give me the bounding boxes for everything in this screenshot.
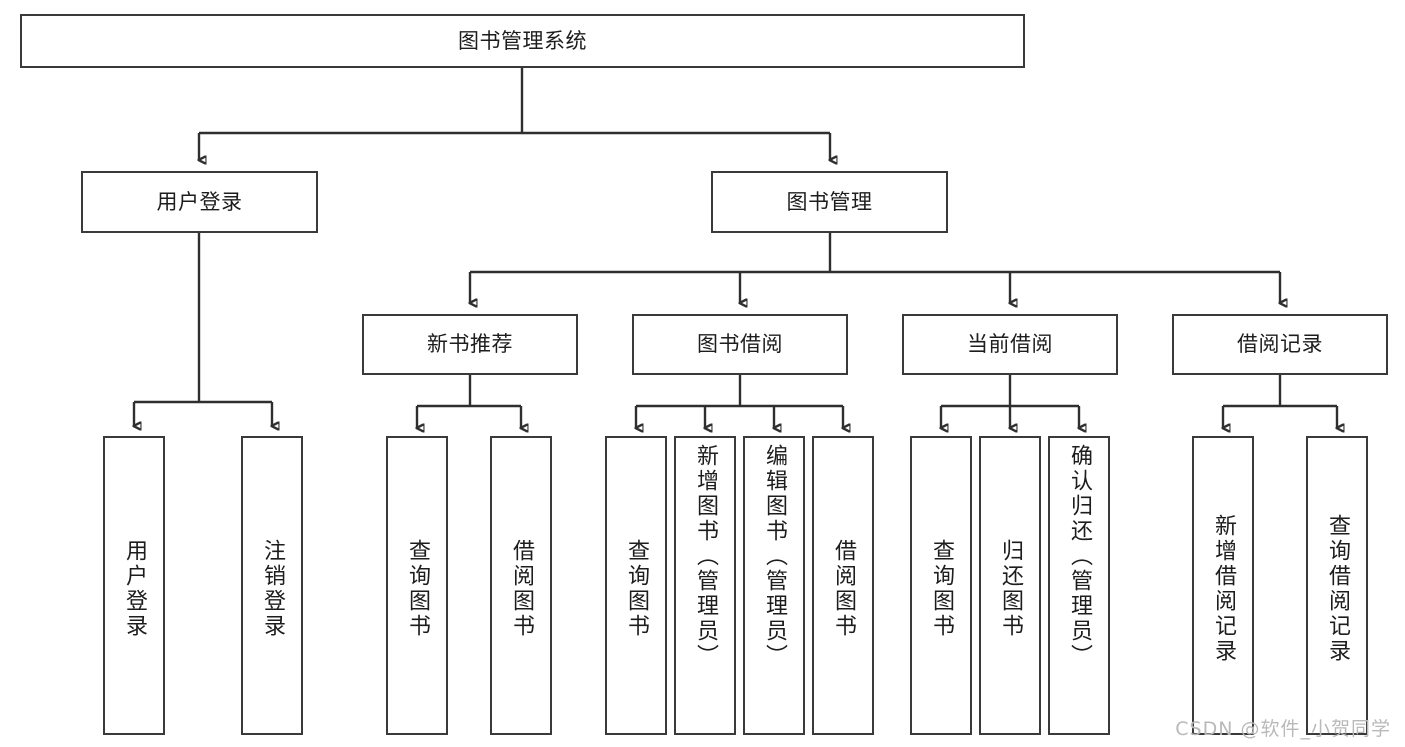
leaf-confirm-return[interactable]: 确认归还（管理员） — [1048, 436, 1110, 735]
node-new-book-rec-label: 新书推荐 — [427, 332, 513, 357]
leaf-query-book-1-label: 查询图书 — [405, 538, 430, 639]
node-user-login[interactable]: 用户登录 — [81, 171, 318, 233]
leaf-edit-book[interactable]: 编辑图书（管理员） — [743, 436, 805, 735]
leaf-query-record[interactable]: 查询借阅记录 — [1306, 436, 1368, 735]
node-book-manage[interactable]: 图书管理 — [711, 171, 948, 233]
leaf-user-login-label: 用户登录 — [122, 538, 147, 639]
leaf-edit-book-label: 编辑图书（管理员） — [762, 444, 787, 669]
node-book-borrow-label: 图书借阅 — [697, 332, 783, 357]
leaf-logout-label: 注销登录 — [260, 538, 285, 639]
leaf-borrow-book-2-label: 借阅图书 — [831, 538, 856, 639]
leaf-borrow-book-1[interactable]: 借阅图书 — [490, 436, 552, 735]
node-borrow-record-label: 借阅记录 — [1237, 332, 1323, 357]
leaf-logout[interactable]: 注销登录 — [241, 436, 303, 735]
leaf-user-login[interactable]: 用户登录 — [103, 436, 165, 735]
leaf-add-record-label: 新增借阅记录 — [1211, 513, 1236, 664]
node-new-book-rec[interactable]: 新书推荐 — [362, 314, 578, 375]
node-current-borrow[interactable]: 当前借阅 — [902, 314, 1118, 375]
watermark: CSDN @软件_小贺同学 — [1175, 718, 1391, 740]
node-root[interactable]: 图书管理系统 — [20, 14, 1025, 68]
leaf-add-record[interactable]: 新增借阅记录 — [1192, 436, 1254, 735]
node-root-label: 图书管理系统 — [458, 28, 587, 53]
leaf-borrow-book-1-label: 借阅图书 — [509, 538, 534, 639]
node-user-login-label: 用户登录 — [156, 189, 243, 214]
leaf-query-record-label: 查询借阅记录 — [1325, 513, 1350, 664]
leaf-query-book-2[interactable]: 查询图书 — [605, 436, 667, 735]
node-current-borrow-label: 当前借阅 — [967, 332, 1053, 357]
leaf-query-book-3[interactable]: 查询图书 — [910, 436, 972, 735]
leaf-return-book[interactable]: 归还图书 — [979, 436, 1041, 735]
leaf-query-book-1[interactable]: 查询图书 — [386, 436, 448, 735]
leaf-add-book[interactable]: 新增图书（管理员） — [674, 436, 736, 735]
leaf-query-book-2-label: 查询图书 — [624, 538, 649, 639]
leaf-add-book-label: 新增图书（管理员） — [693, 444, 718, 669]
node-book-manage-label: 图书管理 — [786, 189, 873, 214]
leaf-query-book-3-label: 查询图书 — [929, 538, 954, 639]
node-borrow-record[interactable]: 借阅记录 — [1172, 314, 1388, 375]
leaf-confirm-return-label: 确认归还（管理员） — [1067, 444, 1092, 669]
leaf-return-book-label: 归还图书 — [998, 538, 1023, 639]
node-book-borrow[interactable]: 图书借阅 — [632, 314, 848, 375]
leaf-borrow-book-2[interactable]: 借阅图书 — [812, 436, 874, 735]
